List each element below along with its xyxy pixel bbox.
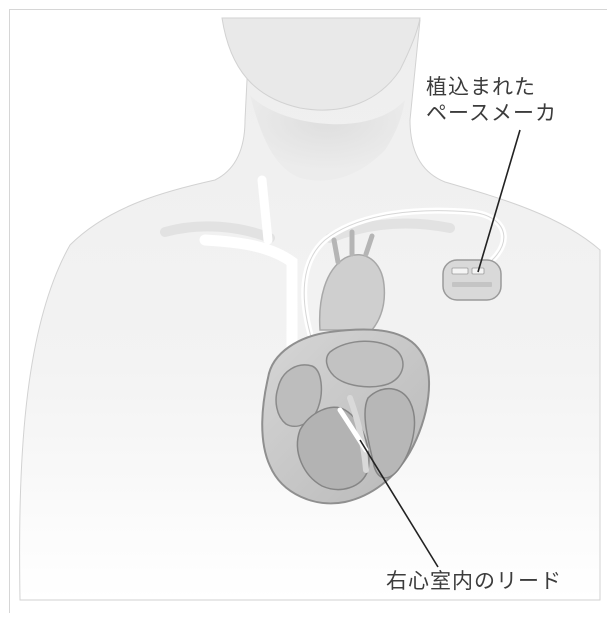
pacemaker-label-line1: 植込まれた [426, 74, 557, 100]
jugular-vein [262, 180, 268, 240]
pacemaker-device-icon [443, 260, 501, 300]
pacemaker-label-line2: ペースメーカ [426, 100, 557, 126]
pacemaker-label: 植込まれた ペースメーカ [426, 74, 557, 126]
lead-label: 右心室内のリード [386, 568, 562, 594]
